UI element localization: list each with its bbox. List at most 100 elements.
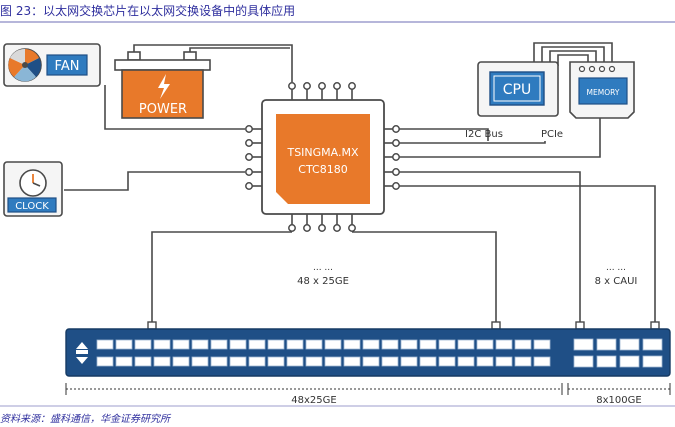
panel-terminals xyxy=(147,321,660,330)
chip-model: CTC8180 xyxy=(298,163,347,176)
chip-pin xyxy=(245,139,253,147)
ports-right-label: 8 x CAUI xyxy=(595,276,638,287)
port xyxy=(248,356,266,367)
bottom-right-label: 8x100GE xyxy=(596,395,641,406)
port xyxy=(343,339,361,350)
port xyxy=(286,356,304,367)
port xyxy=(381,339,399,350)
port xyxy=(172,339,190,350)
port-group-100ge xyxy=(573,338,663,368)
port xyxy=(191,339,209,350)
port xyxy=(153,339,171,350)
port xyxy=(286,339,304,350)
port xyxy=(596,355,617,368)
chip-pin xyxy=(318,224,326,232)
memory-module: MEMORY xyxy=(569,61,635,119)
chip-name: TSINGMA.MX xyxy=(286,146,359,159)
port xyxy=(362,356,380,367)
port xyxy=(642,338,663,351)
port xyxy=(495,339,513,350)
chip-pin xyxy=(318,82,326,90)
dimension-lines xyxy=(65,383,671,395)
port xyxy=(115,339,133,350)
port xyxy=(573,338,594,351)
port xyxy=(533,339,551,350)
port xyxy=(267,356,285,367)
chip-pin xyxy=(303,224,311,232)
chip-pin xyxy=(303,82,311,90)
port xyxy=(573,355,594,368)
port xyxy=(514,339,532,350)
port xyxy=(210,356,228,367)
fan-label: FAN xyxy=(55,59,80,74)
port xyxy=(248,339,266,350)
port xyxy=(400,339,418,350)
switch-chip: TSINGMA.MX CTC8180 xyxy=(261,99,385,215)
panel-up-arrow-icon xyxy=(76,342,88,349)
port xyxy=(210,339,228,350)
dots-right: ... ... xyxy=(606,263,626,273)
port xyxy=(115,356,133,367)
port xyxy=(419,356,437,367)
figure-number: 图 23： xyxy=(0,4,44,18)
port xyxy=(96,339,114,350)
figure-title: 图 23：以太网交换芯片在以太网交换设备中的具体应用 xyxy=(0,2,295,19)
port-group-25ge xyxy=(96,339,551,367)
chip-pin xyxy=(288,82,296,90)
panel-down-arrow-icon xyxy=(76,357,88,364)
cpu-module: CPU xyxy=(477,61,559,117)
port xyxy=(324,339,342,350)
cpu-label: CPU xyxy=(503,82,531,98)
port xyxy=(596,338,617,351)
port xyxy=(305,339,323,350)
dots-left: ... ... xyxy=(313,263,333,273)
chip-pin xyxy=(348,82,356,90)
clock-module: CLOCK xyxy=(3,161,63,217)
port xyxy=(267,339,285,350)
lightning-icon xyxy=(158,74,170,99)
port xyxy=(514,356,532,367)
port xyxy=(134,356,152,367)
chip-pin xyxy=(392,182,400,190)
port xyxy=(96,356,114,367)
port xyxy=(457,356,475,367)
port xyxy=(476,356,494,367)
i2c-bus-label: I2C Bus xyxy=(465,129,503,140)
chip-pin xyxy=(392,168,400,176)
bottom-left-label: 48x25GE xyxy=(291,395,336,406)
port xyxy=(642,355,663,368)
chip-pins xyxy=(245,82,400,232)
ports-left-label: 48 x 25GE xyxy=(297,276,349,287)
port xyxy=(438,356,456,367)
port xyxy=(400,356,418,367)
pcie-label: PCIe xyxy=(541,129,563,140)
chip-pin xyxy=(245,182,253,190)
power-label: POWER xyxy=(139,102,187,117)
chip-pin xyxy=(348,224,356,232)
figure-caption: 以太网交换芯片在以太网交换设备中的具体应用 xyxy=(43,4,296,18)
chip-pin xyxy=(392,125,400,133)
port xyxy=(495,356,513,367)
port xyxy=(153,356,171,367)
port xyxy=(362,339,380,350)
source-note: 资料来源：盛科通信，华金证券研究所 xyxy=(0,414,170,425)
port xyxy=(438,339,456,350)
port xyxy=(419,339,437,350)
port xyxy=(381,356,399,367)
fan-module: FAN xyxy=(3,43,101,87)
port xyxy=(619,355,640,368)
chip-pin xyxy=(245,125,253,133)
chip-pin xyxy=(392,139,400,147)
port xyxy=(324,356,342,367)
switch-front-panel xyxy=(65,328,671,377)
chip-pin xyxy=(333,82,341,90)
port xyxy=(172,356,190,367)
power-module: POWER xyxy=(114,51,211,119)
chip-pin xyxy=(392,153,400,161)
chip-pin xyxy=(245,168,253,176)
chip-pin xyxy=(288,224,296,232)
chip-pin xyxy=(333,224,341,232)
port xyxy=(229,356,247,367)
port xyxy=(305,356,323,367)
